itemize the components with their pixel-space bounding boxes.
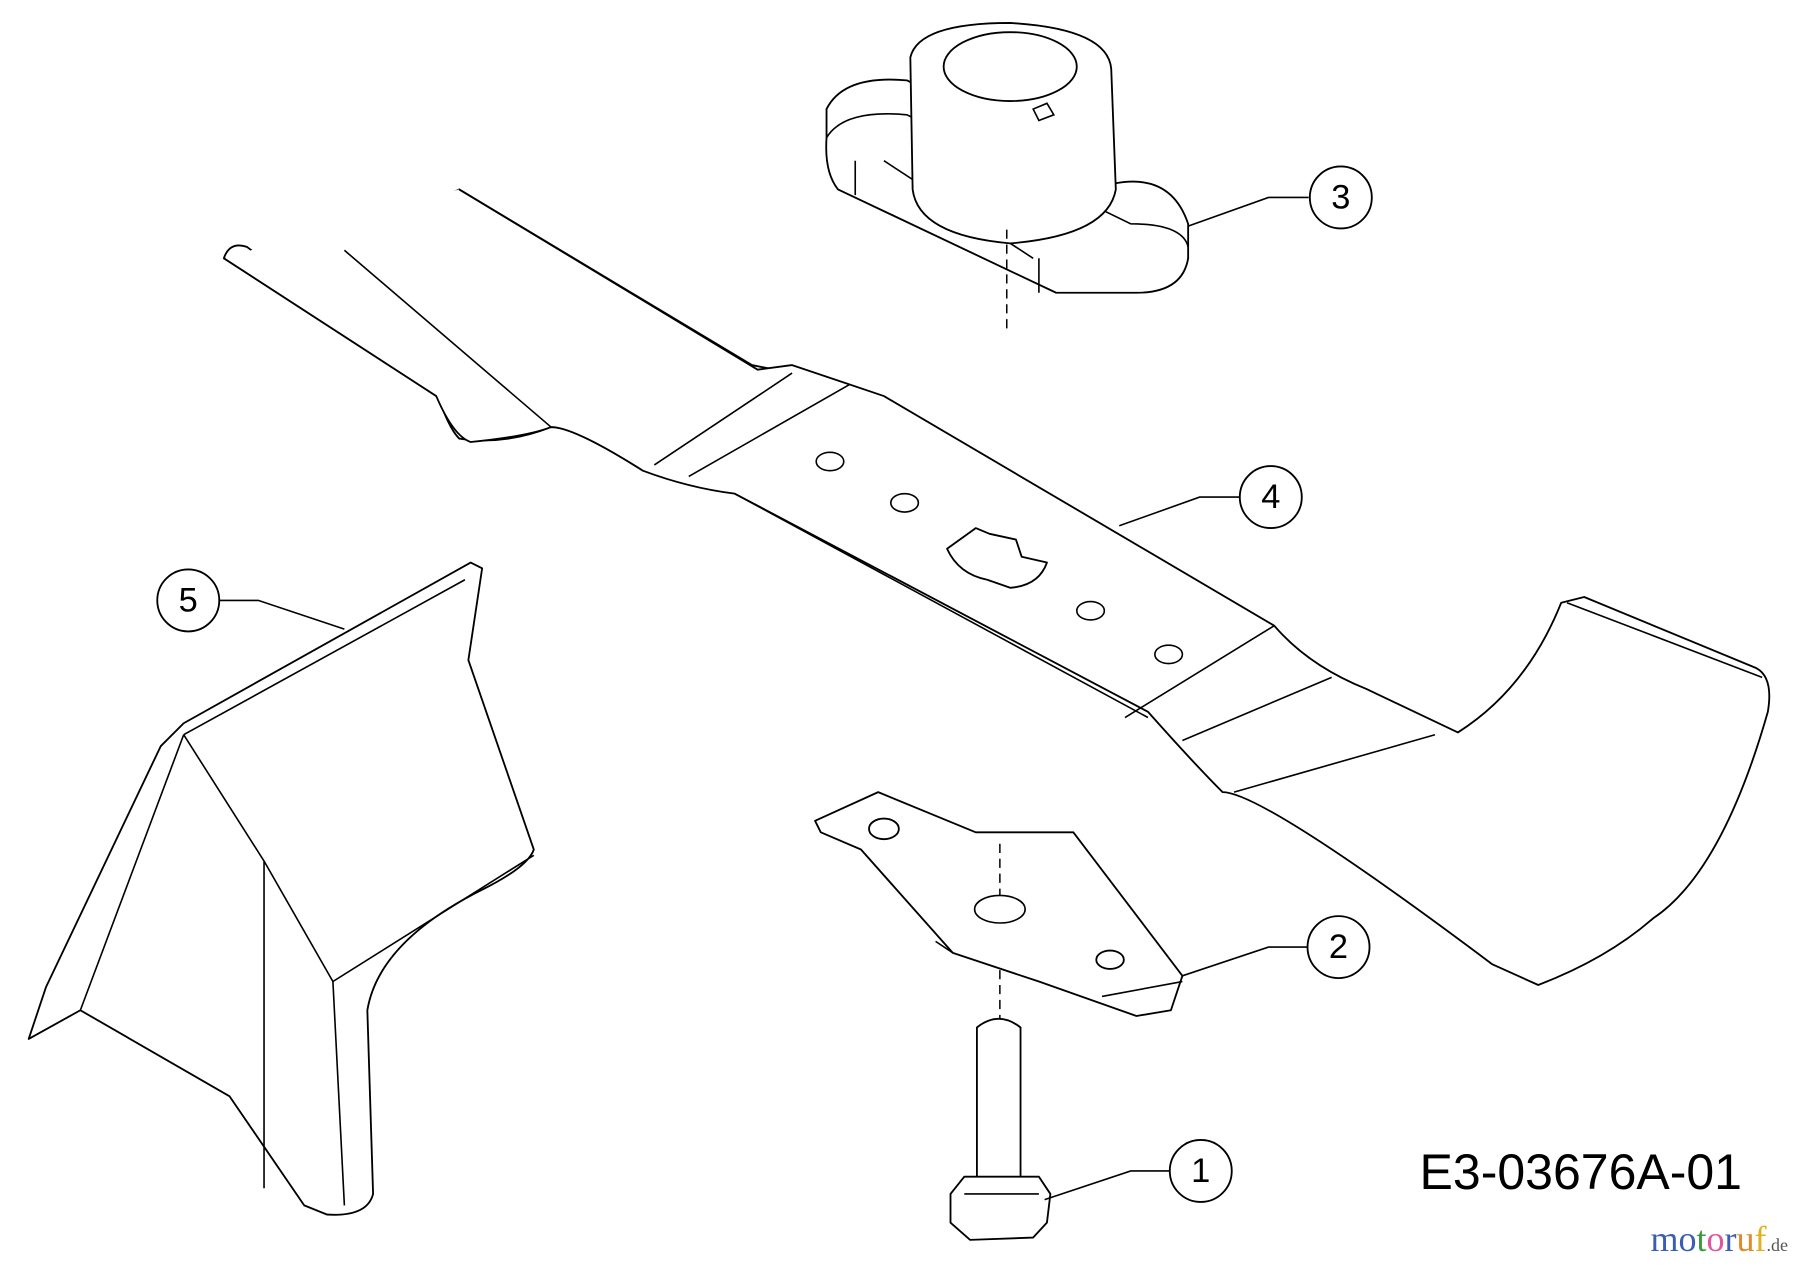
svg-text:4: 4 [1261,478,1280,516]
svg-text:3: 3 [1331,178,1350,216]
svg-text:5: 5 [179,581,198,619]
callout-5: 5 [156,568,221,633]
callout-4: 4 [1238,465,1303,530]
watermark-letter: o [1678,1219,1697,1259]
watermark-letter: r [1724,1219,1737,1259]
watermark-letter: t [1696,1219,1707,1259]
watermark-letter: f [1754,1219,1767,1259]
callout-1: 1 [1168,1139,1233,1203]
bolt [949,1017,1052,1241]
watermark-letter: m [1650,1219,1679,1259]
air-deflector [27,561,535,1216]
watermark-suffix: .de [1766,1235,1789,1255]
blade-adapter [825,22,1190,333]
svg-text:1: 1 [1191,1152,1210,1190]
callout-3: 3 [1308,165,1373,230]
svg-text:2: 2 [1329,928,1348,966]
mower-blade [222,188,1771,986]
watermark-logo: motoruf.de [1650,1218,1788,1266]
blade-support [814,791,1184,1022]
watermark-letter: o [1706,1219,1725,1259]
watermark-letter: u [1736,1219,1755,1259]
leader-lines [218,196,1309,1201]
callout-2: 2 [1306,915,1371,980]
drawing-code: E3-03676A-01 [1419,1144,1742,1200]
